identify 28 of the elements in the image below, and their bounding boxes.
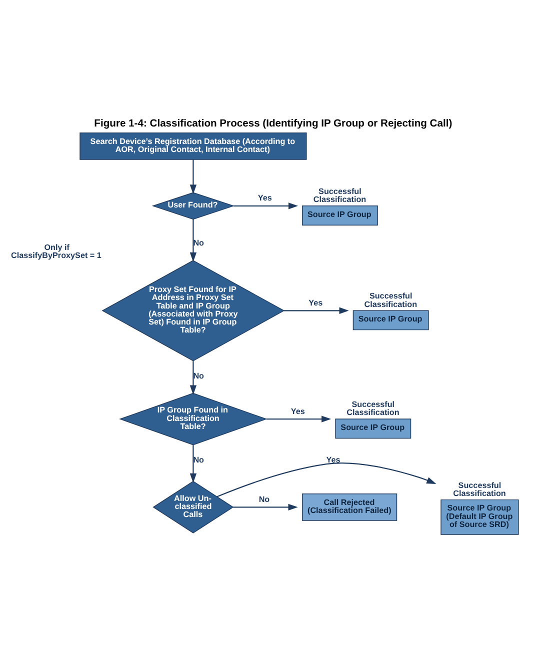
node-label: Successful Classification (364, 291, 418, 308)
node-diamond: Proxy Set Found for IP Address in Proxy Set Table and IP Group (Associated with Proxy Set) Found in IP Group Table? (102, 260, 285, 361)
arrow (190, 159, 197, 194)
arrow (284, 306, 349, 314)
node-label: Only if ClassifyByProxySet = 1 (11, 242, 102, 260)
edge-label: Yes (290, 406, 305, 416)
edge-label: No (193, 370, 204, 380)
arrow (234, 202, 298, 209)
node-label: Successful Classification (346, 400, 400, 417)
node-box: Search Device’s Registration Database (According to AOR, Original Contact, Internal Contact) (80, 132, 307, 160)
edge-label: No (193, 454, 204, 464)
arrow (266, 415, 332, 422)
node-diamond: Allow Un-classified Calls (152, 480, 234, 533)
edge-label: Yes (258, 193, 272, 202)
edge-label: Yes (308, 298, 323, 307)
edge-label: Yes (326, 454, 340, 464)
node-diamond: User Found? (152, 192, 235, 220)
node-label: Successful Classification (313, 186, 366, 204)
arrow (190, 444, 197, 482)
arrow (233, 503, 298, 510)
node-label: Successful Classification (453, 480, 506, 498)
node-diamond: IP Group Found in Classification Table? (119, 392, 268, 445)
edge-label: No (258, 494, 270, 504)
diagram-title: Figure 1-4: Classification Process (Identifying IP Group or Rejecting Call) (94, 118, 452, 129)
arrow (216, 462, 436, 497)
arrow (190, 360, 197, 394)
edge-label: No (193, 238, 204, 248)
arrow (190, 218, 197, 262)
